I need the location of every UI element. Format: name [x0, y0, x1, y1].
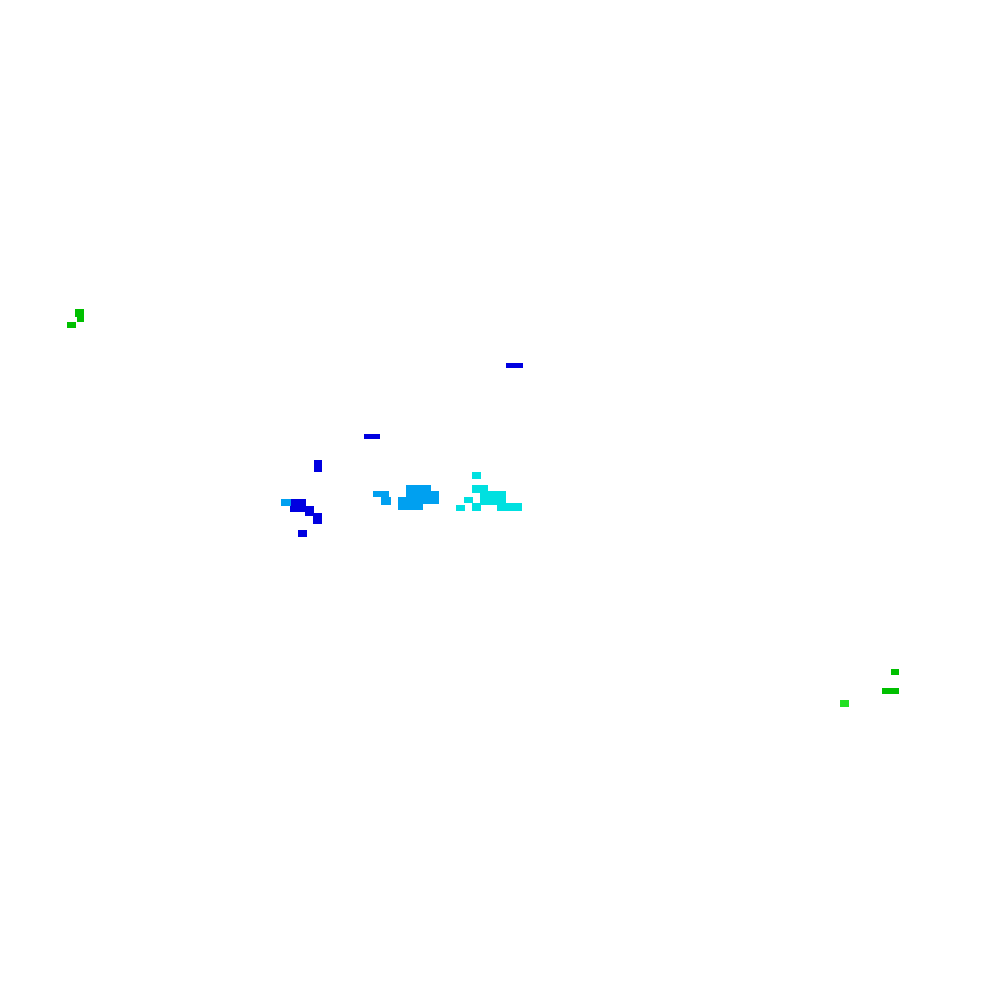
light-green-dot-bottom-right-pixel [840, 700, 849, 707]
green-blob-top-left-pixel [67, 322, 76, 328]
sky-blue-cluster-center [281, 485, 439, 510]
blue-dash-middle-pixel [364, 434, 380, 439]
cyan-cluster-right-pixel [456, 505, 465, 511]
cyan-cluster-right-pixel [480, 491, 506, 505]
sky-blue-cluster-center-pixel [281, 499, 291, 506]
sky-blue-cluster-center-pixel [381, 497, 391, 505]
green-blob-top-left [67, 309, 84, 328]
cyan-cluster-right-pixel [472, 503, 481, 511]
sky-blue-cluster-center-pixel [398, 497, 423, 510]
blue-cluster-left-pixel [298, 530, 307, 537]
blue-stem-pixel [314, 460, 322, 472]
cyan-cluster-right [456, 472, 522, 511]
cyan-cluster-right-pixel [497, 503, 522, 511]
green-blob-top-left-pixel [75, 309, 84, 317]
sky-blue-cluster-center-pixel [373, 491, 389, 497]
cyan-cluster-right-pixel [472, 472, 481, 479]
blue-cluster-left-pixel [313, 513, 322, 524]
blue-dash-middle [364, 434, 380, 439]
cyan-cluster-right-pixel [472, 485, 488, 493]
blue-dash-upper-right-pixel [506, 363, 523, 368]
green-blob-bottom-right [882, 669, 899, 694]
cyan-cluster-right-pixel [464, 497, 473, 503]
green-blob-top-left-pixel [77, 317, 84, 322]
blue-cluster-left-pixel [305, 506, 314, 516]
blue-stem [314, 460, 322, 472]
sky-blue-cluster-center-pixel [422, 491, 439, 504]
light-green-dot-bottom-right [840, 700, 849, 707]
blue-cluster-left [290, 499, 322, 537]
green-blob-bottom-right-pixel [882, 688, 899, 694]
blue-cluster-left-pixel [290, 499, 306, 512]
green-blob-bottom-right-pixel [891, 669, 899, 675]
blue-dash-upper-right [506, 363, 523, 368]
